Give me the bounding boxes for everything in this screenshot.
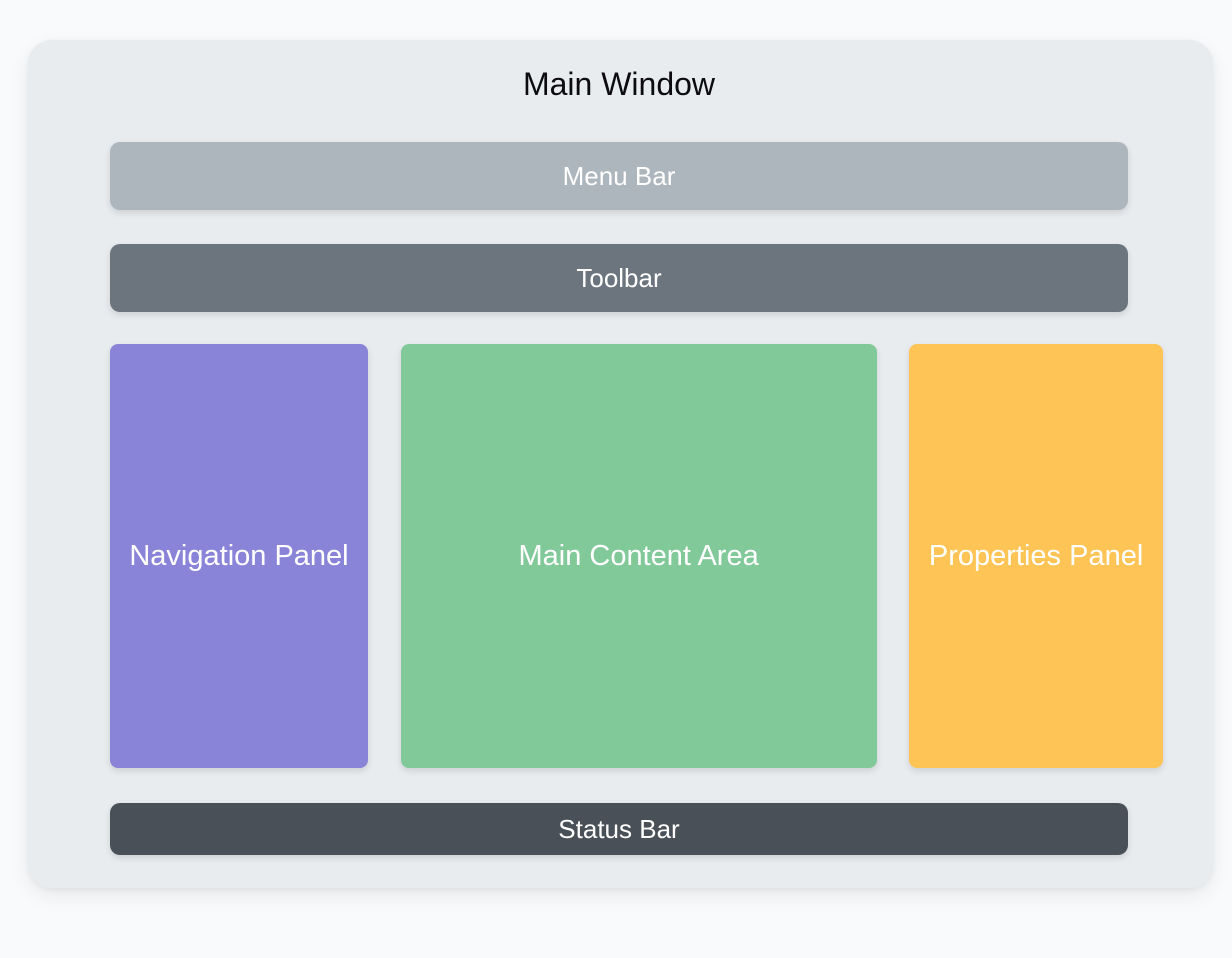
status-bar-label: Status Bar	[558, 813, 680, 844]
navigation-panel-label: Navigation Panel	[129, 539, 349, 572]
properties-panel-label: Properties Panel	[928, 539, 1144, 572]
panels-row: Navigation Panel Main Content Area Prope…	[110, 344, 1163, 768]
navigation-panel: Navigation Panel	[110, 344, 368, 768]
properties-panel: Properties Panel	[909, 344, 1163, 768]
status-bar: Status Bar	[110, 803, 1128, 855]
main-content-area-label: Main Content Area	[518, 539, 759, 572]
menu-bar: Menu Bar	[110, 142, 1128, 210]
window-title: Main Window	[522, 66, 716, 102]
main-content-area: Main Content Area	[400, 344, 877, 768]
main-window: Main Window Menu Bar Toolbar Navigation …	[28, 40, 1213, 888]
toolbar-label: Toolbar	[576, 262, 662, 293]
toolbar: Toolbar	[110, 244, 1128, 312]
menu-bar-label: Menu Bar	[562, 160, 676, 191]
